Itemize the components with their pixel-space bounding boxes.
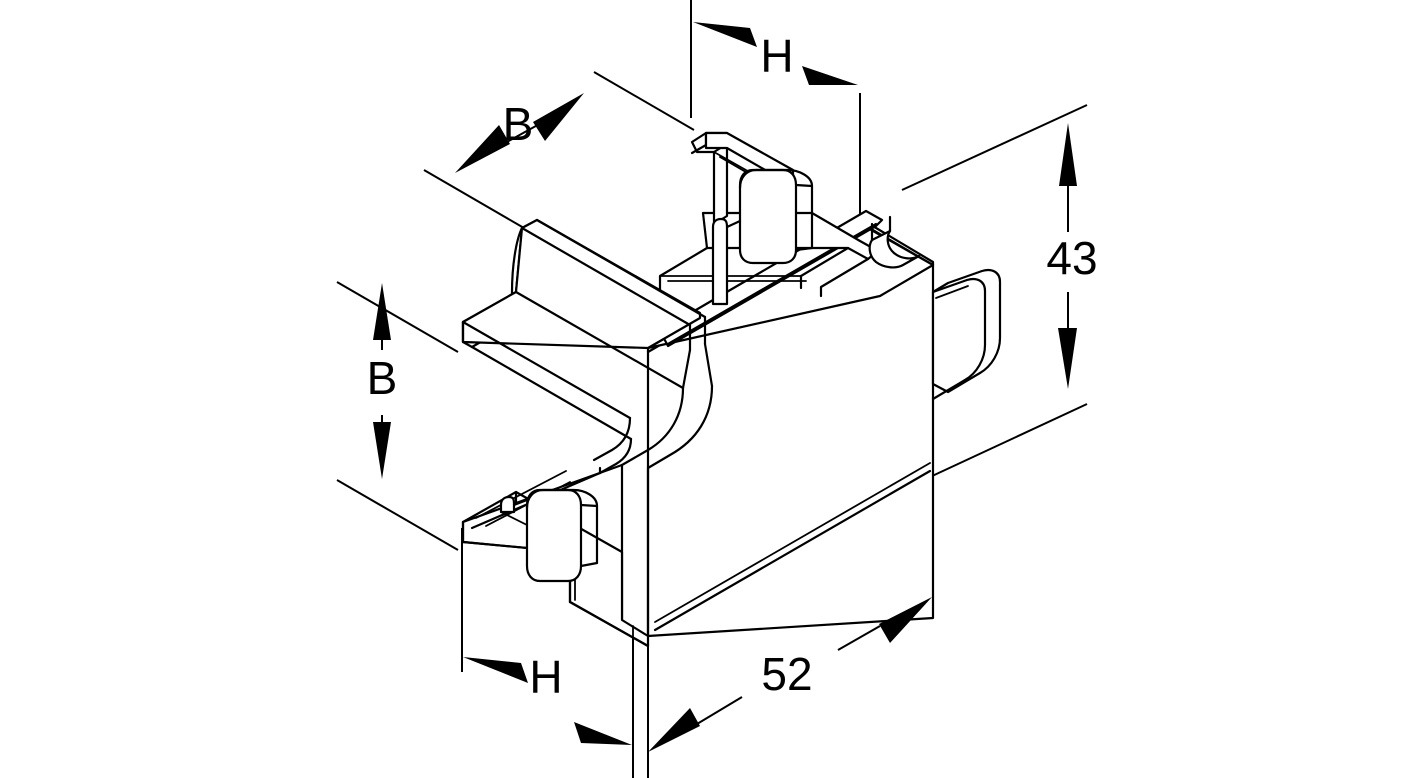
- left-channel-bend-inner: [592, 416, 632, 462]
- arrow-52-right: [879, 597, 932, 643]
- dim-label-h-top: H: [760, 30, 793, 82]
- lower-clip-leg-edge2: [500, 511, 528, 526]
- dim-label-52: 52: [761, 648, 812, 700]
- arrow-b-left-up: [373, 283, 391, 340]
- top-rounded-clip-face: [738, 168, 798, 265]
- dim-label-h-bottom: H: [529, 651, 562, 703]
- dimension-h-top: H: [693, 22, 858, 85]
- dim-label-43: 43: [1046, 232, 1097, 284]
- dimension-h-bottom: H: [463, 651, 632, 745]
- arrow-b-top-upper: [533, 93, 584, 141]
- lower-rounded-clip-face: [525, 488, 583, 583]
- bend-outer2: [646, 384, 714, 470]
- lower-rail-1: [475, 470, 567, 519]
- extension-line-b-top-lower: [423, 169, 525, 229]
- left-channel-end-curve: [510, 226, 524, 300]
- dim-label-b-left: B: [367, 352, 398, 404]
- top-rounded-clip-edge: [794, 183, 814, 188]
- left-channel-fold1: [514, 290, 685, 390]
- dimension-b-top: B: [455, 93, 584, 173]
- top-rounded-clip-edge2: [794, 246, 814, 252]
- lower-rounded-clip-edge2: [579, 561, 599, 568]
- arrow-h-top-left: [693, 22, 757, 47]
- left-channel-fold3: [470, 345, 633, 441]
- arrow-43-down: [1058, 328, 1077, 389]
- dimension-52: 52: [648, 597, 932, 752]
- top-channel-right-web: [819, 257, 870, 298]
- lower-clip-leg: [499, 495, 516, 514]
- dim-label-b-top: B: [503, 98, 534, 150]
- arrow-h-bottom-right: [574, 722, 632, 745]
- main-body-right-bottom-edge-inner: [654, 462, 931, 623]
- extension-line-b-left-upper: [336, 281, 459, 353]
- left-channel-bend-outer: [620, 386, 685, 467]
- main-body-right-bottom-edge: [653, 469, 932, 632]
- lower-rounded-clip-edge: [579, 503, 599, 508]
- dim-line-52-right: [837, 625, 881, 651]
- arrow-43-up: [1059, 123, 1077, 186]
- bend-hinge4: [703, 342, 714, 388]
- lower-rounded-clip-back: [525, 488, 599, 565]
- arrow-b-left-down: [373, 422, 391, 479]
- top-channel-mid-web: [799, 246, 850, 278]
- dimension-b-left: B: [367, 283, 398, 479]
- left-channel-fold2: [461, 320, 632, 420]
- arrow-h-top-right: [802, 66, 858, 85]
- dimension-43: 43: [1046, 123, 1098, 389]
- arrow-b-top-lower: [455, 125, 510, 173]
- trunking-corner-body: [461, 131, 1002, 778]
- top-clip-left-leg: [711, 217, 729, 306]
- top-clip-left-leg-edge: [725, 219, 742, 229]
- dim-line-52-left: [691, 696, 743, 728]
- right-side-tab: [931, 268, 1002, 394]
- arrow-h-bottom-left: [463, 657, 528, 683]
- left-channel-back-edge2: [520, 226, 692, 327]
- arrow-52-left: [648, 708, 700, 752]
- bend-hinge3: [681, 348, 692, 390]
- top-rounded-clip-back: [738, 168, 814, 250]
- right-side-tab-front: [931, 277, 987, 401]
- lower-clip-leg-edge: [512, 498, 529, 507]
- right-side-tab-inner: [935, 285, 969, 299]
- extension-line-b-top-upper: [593, 71, 695, 131]
- extension-line-43-top: [901, 104, 1088, 191]
- lower-channel-bottom-edge: [568, 600, 650, 648]
- extension-line-b-left-lower: [336, 479, 459, 551]
- left-channel-bend-inner2: [598, 437, 633, 475]
- left-channel-back-top-edge: [535, 218, 707, 319]
- corner-notch-detail: [868, 229, 921, 269]
